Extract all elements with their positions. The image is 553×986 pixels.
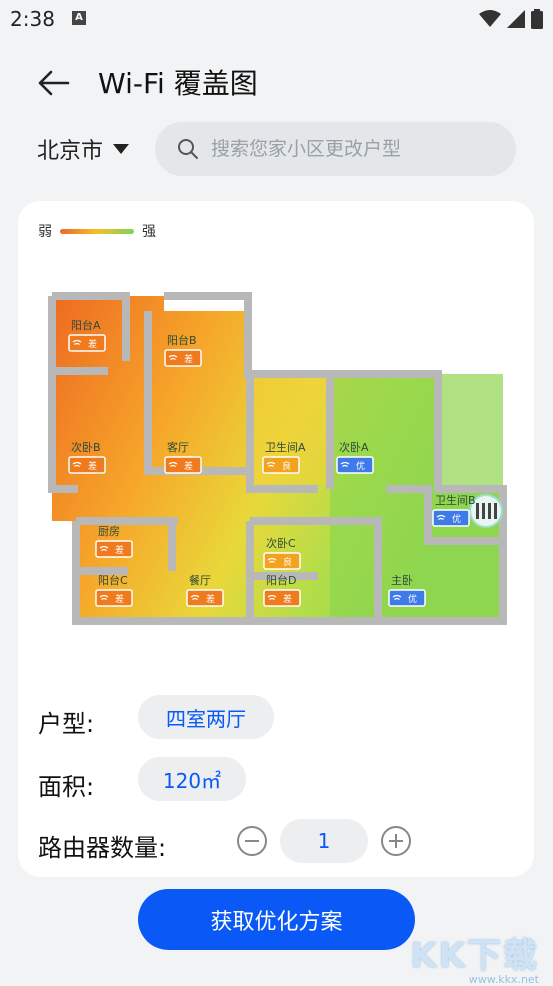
increase-button[interactable]	[381, 826, 411, 856]
area-label: 面积:	[38, 773, 95, 801]
wifi-status-icon	[479, 10, 501, 27]
area-value-pill[interactable]: 120㎡	[138, 757, 246, 801]
room-name: 次卧C	[266, 536, 296, 550]
layout-value-pill[interactable]: 四室两厅	[138, 695, 274, 739]
room-yangtai-d[interactable]: 阳台D 差	[263, 573, 301, 607]
battery-status-icon	[531, 9, 543, 29]
decrease-button[interactable]	[237, 826, 267, 856]
search-input[interactable]	[209, 137, 503, 161]
layout-label: 户型:	[38, 710, 95, 738]
room-weishengjian-b[interactable]: 卫生间B 优	[432, 493, 476, 527]
room-ciwo-b[interactable]: 次卧B 差	[68, 440, 106, 474]
room-name: 厨房	[98, 525, 120, 538]
room-yangtai-c[interactable]: 阳台C 差	[95, 573, 133, 607]
room-yangtai-b[interactable]: 阳台B 差	[164, 333, 202, 367]
city-select[interactable]: 北京市	[37, 132, 130, 166]
watermark: KK下载 www.kkx.net	[410, 928, 539, 986]
room-name: 阳台D	[266, 573, 296, 587]
room-ciwo-c[interactable]: 次卧C 良	[263, 536, 301, 570]
room-keting[interactable]: 客厅 差	[164, 440, 202, 474]
status-icons	[479, 9, 543, 29]
legend-gradient-bar	[60, 228, 134, 234]
room-name: 阳台B	[167, 333, 197, 347]
room-ciwo-a[interactable]: 次卧A 优	[336, 440, 374, 474]
legend-strong-label: 强	[142, 224, 156, 240]
watermark-logo: KK下载	[410, 936, 539, 976]
room-signal: 差	[184, 353, 193, 365]
room-name: 阳台A	[71, 318, 101, 332]
search-row: 北京市	[0, 120, 553, 178]
room-name: 阳台C	[98, 573, 128, 587]
room-signal: 优	[452, 513, 461, 525]
room-signal: 差	[115, 544, 124, 556]
legend-weak-label: 弱	[38, 224, 52, 240]
city-label: 北京市	[37, 139, 104, 164]
room-signal: 优	[408, 593, 417, 605]
room-signal: 良	[283, 556, 292, 568]
router-icon	[469, 494, 503, 528]
header: Wi-Fi 覆盖图	[0, 52, 553, 112]
status-time: 2:38	[10, 7, 55, 31]
watermark-url: www.kkx.net	[468, 973, 539, 986]
room-signal: 差	[115, 593, 124, 605]
notification-a-icon: A	[72, 11, 86, 25]
room-name: 主卧	[391, 574, 413, 587]
room-signal: 差	[88, 338, 97, 350]
router-count-value[interactable]: 1	[280, 819, 368, 863]
room-weishengjian-a[interactable]: 卫生间A 良	[262, 440, 306, 474]
room-name: 次卧A	[339, 440, 369, 454]
coverage-card: 弱 强	[18, 201, 534, 877]
room-name: 次卧B	[71, 440, 101, 454]
caret-down-icon	[113, 144, 130, 154]
floorplan: 阳台A 差 阳台B 差 次卧B 差 客厅 差 卫生间A 良 次卧A 优	[48, 292, 507, 625]
arrow-left-icon	[38, 70, 70, 96]
wifi-icon	[72, 339, 446, 600]
room-chufang[interactable]: 厨房 差	[95, 525, 133, 558]
room-signal: 差	[184, 460, 193, 472]
signal-legend: 弱 强	[38, 221, 156, 241]
status-bar: 2:38 A	[0, 0, 553, 38]
room-signal: 差	[206, 593, 215, 605]
room-signal: 良	[282, 460, 291, 472]
room-signal: 差	[88, 460, 97, 472]
room-name: 客厅	[167, 440, 189, 454]
room-signal: 差	[283, 593, 292, 605]
heatmap-strong-zone	[330, 374, 503, 621]
get-optimization-button[interactable]: 获取优化方案	[138, 889, 415, 950]
room-name: 卫生间B	[435, 493, 476, 507]
room-name: 餐厅	[189, 573, 211, 587]
room-zhuwo[interactable]: 主卧 优	[388, 574, 426, 607]
room-yangtai-a[interactable]: 阳台A 差	[68, 318, 106, 352]
back-button[interactable]	[30, 60, 76, 106]
room-canting[interactable]: 餐厅 差	[186, 573, 224, 607]
search-box[interactable]	[155, 122, 516, 176]
room-name: 卫生间A	[265, 440, 306, 454]
router-count-label: 路由器数量:	[38, 834, 167, 862]
search-icon	[178, 139, 198, 159]
signal-status-icon	[507, 10, 525, 28]
page-title: Wi-Fi 覆盖图	[98, 67, 258, 100]
room-signal: 优	[356, 460, 365, 472]
